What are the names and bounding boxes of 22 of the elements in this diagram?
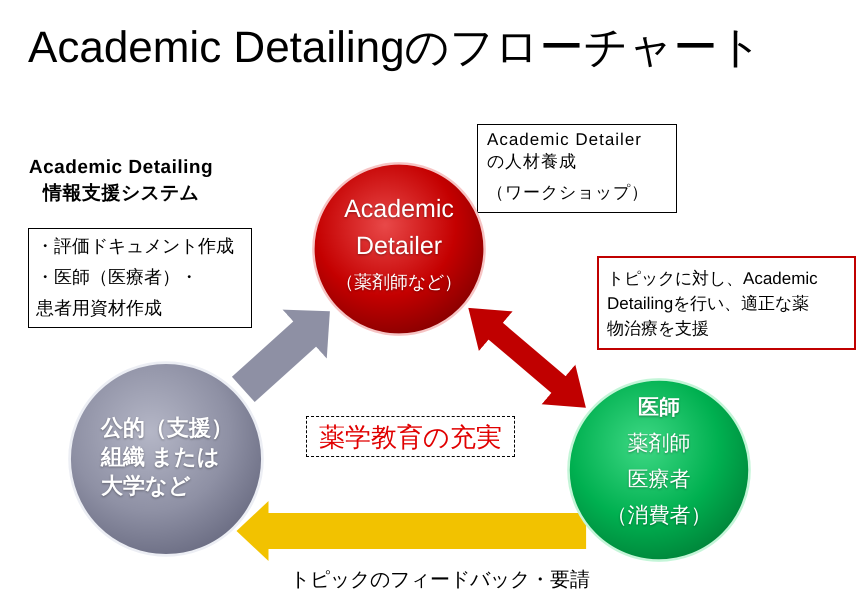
circle-label: 医師 — [638, 394, 680, 420]
circle-label: 医療者 — [628, 466, 690, 492]
note-text: Academic Detailerの人材養成 — [487, 129, 643, 173]
circle-label: Academic Detailer — [343, 194, 455, 262]
circle-node — [567, 378, 751, 562]
highlight-text: 薬学教育の充実 — [319, 422, 502, 452]
note-text: （ワークショップ） — [487, 182, 649, 204]
note-text: ・医師（医療者）・患者用資材作成 — [36, 266, 199, 320]
block-arrow — [236, 501, 586, 561]
highlight-box — [306, 416, 515, 457]
note-box — [477, 124, 677, 213]
note-text: トピックに対し、Academic Detailingを行い、適正な薬物治療を支援 — [607, 268, 819, 340]
circle-label: 公的（支援）組織 または大学など — [101, 414, 234, 500]
section-heading: Academic Detailing情報支援システム — [28, 156, 214, 206]
circle-label: 薬剤師 — [628, 430, 690, 456]
circle-node — [68, 361, 264, 557]
circle-label: （消費者） — [606, 502, 712, 528]
diagram-title: Academic Detailingのフローチャート — [28, 22, 763, 74]
note-box — [597, 256, 856, 350]
circle-node — [312, 162, 486, 336]
note-text: ・評価ドキュメント作成 — [36, 235, 234, 258]
circle-label: （薬剤師など） — [336, 271, 462, 294]
